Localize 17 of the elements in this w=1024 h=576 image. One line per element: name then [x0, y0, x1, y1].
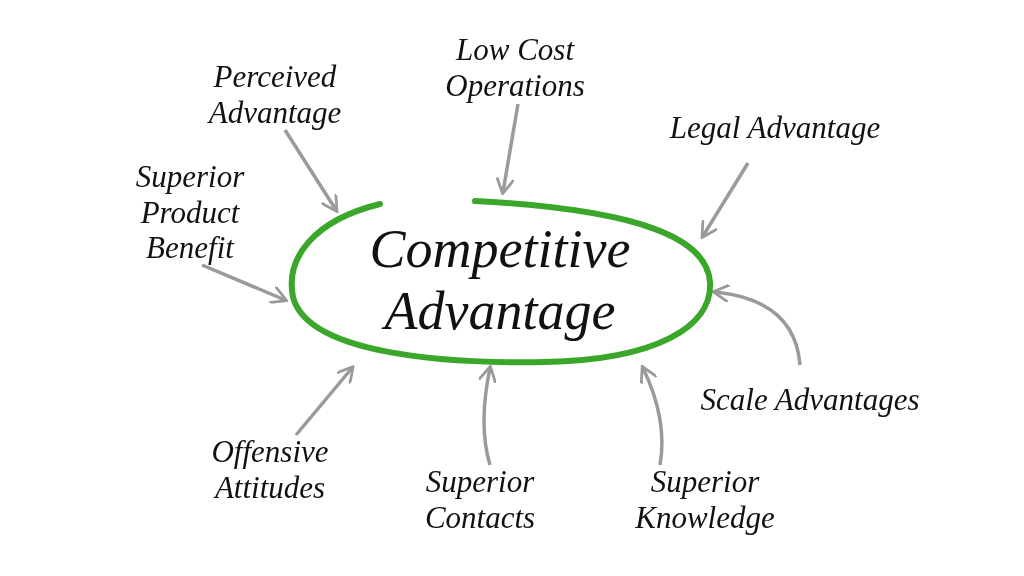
center-title: Competitive Advantage [368, 217, 632, 343]
factor-label: Offensive Attitudes [210, 434, 330, 506]
factor-label: Perceived Advantage [206, 59, 343, 131]
arrow [711, 283, 802, 366]
factor-label: Legal Advantage [669, 110, 881, 146]
arrow [495, 103, 520, 196]
arrow [283, 129, 339, 213]
factor-label: Scale Advantages [700, 382, 920, 418]
arrow [477, 364, 498, 466]
factor-label: Superior Knowledge [634, 464, 776, 536]
arrow [700, 162, 750, 239]
arrow [639, 365, 664, 466]
factor-label: Low Cost Operations [444, 32, 586, 104]
arrow [294, 365, 355, 437]
arrow [201, 263, 288, 304]
factor-label: Superior Contacts [423, 464, 537, 536]
factor-label: Superior Product Benefit [134, 159, 246, 266]
